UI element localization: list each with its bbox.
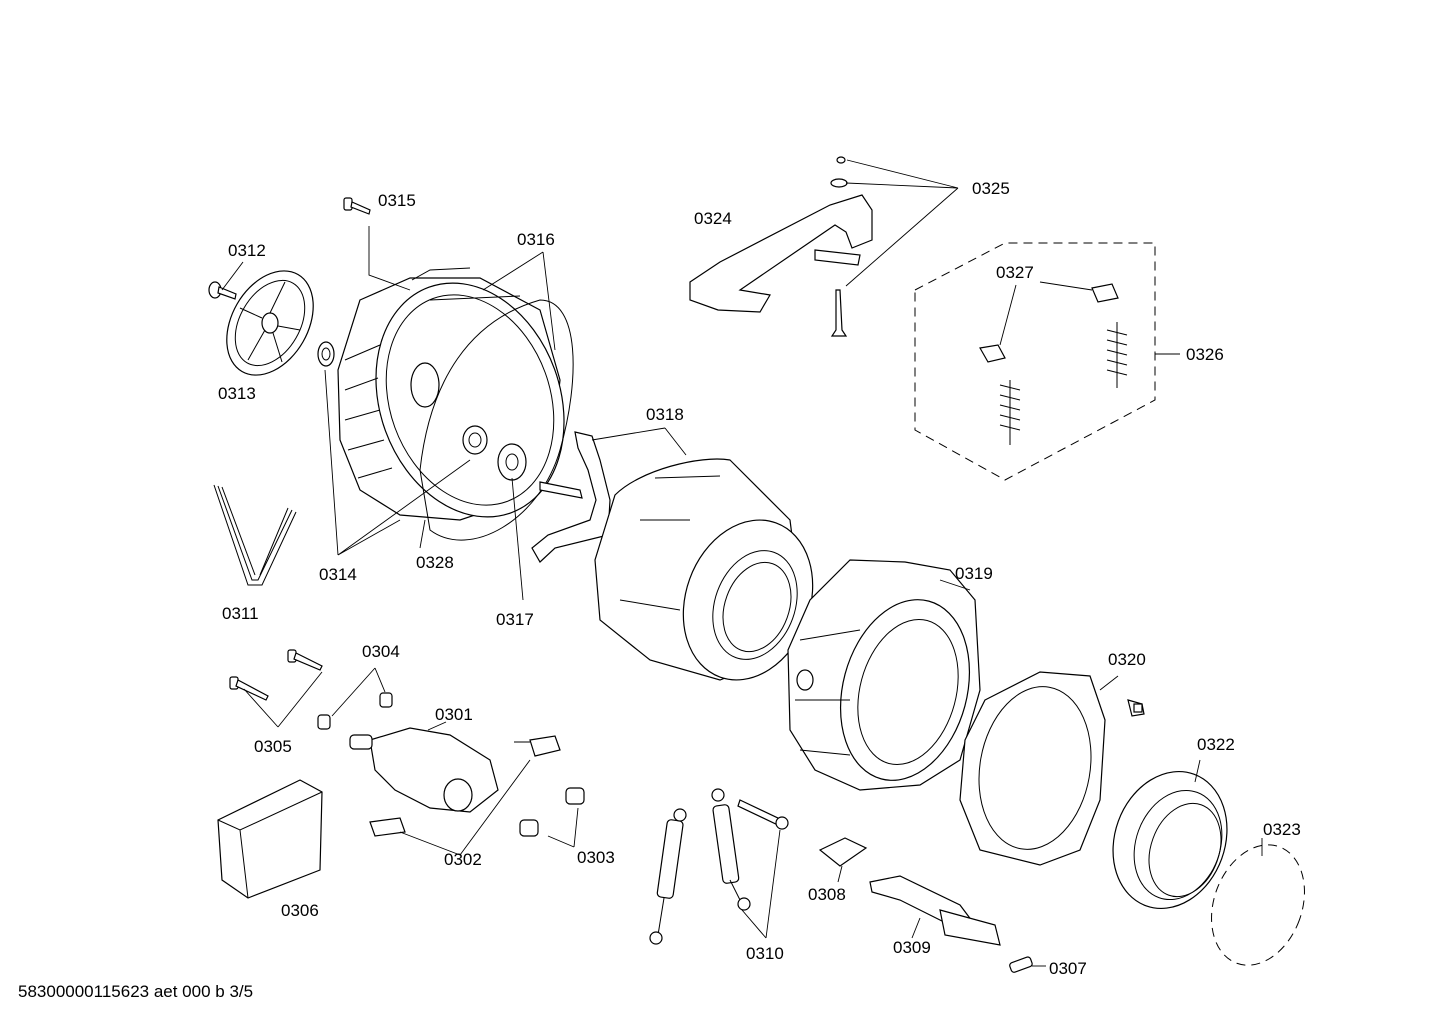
part-label-0315: 0315: [378, 191, 416, 210]
fastener-icon: [830, 156, 848, 337]
part-label-0304: 0304: [362, 642, 400, 661]
part-label-0301: 0301: [435, 705, 473, 724]
drive-belt-icon: [213, 484, 297, 586]
document-code: 58300000115623 aet 000 b 3/5: [18, 982, 254, 1001]
part-label-0317: 0317: [496, 610, 534, 629]
spring-set-icon: [914, 242, 1156, 481]
screw-icon: [229, 649, 323, 701]
screw-icon: [343, 197, 371, 215]
part-label-0307: 0307: [1049, 959, 1087, 978]
bushing-icon: [519, 787, 585, 837]
gasket-icon: [419, 299, 574, 541]
part-label-0303: 0303: [577, 848, 615, 867]
part-label-0302: 0302: [444, 850, 482, 869]
tub-front-icon: [787, 559, 981, 791]
screw-icon: [1127, 699, 1145, 717]
part-label-0318: 0318: [646, 405, 684, 424]
part-label-0324: 0324: [694, 209, 732, 228]
counterweight-icon: [959, 671, 1106, 866]
leader-lines: [221, 159, 1263, 967]
bracket-icon: [689, 194, 873, 313]
part-label-0323: 0323: [1263, 820, 1301, 839]
shock-absorber-icon: [649, 788, 789, 945]
clip-icon: [818, 837, 868, 867]
part-label-0310: 0310: [746, 944, 784, 963]
bushing-icon: [317, 692, 393, 730]
part-label-0314: 0314: [319, 565, 357, 584]
screw-icon: [208, 281, 237, 300]
motor-icon: [349, 727, 499, 813]
part-label-0319: 0319: [955, 564, 993, 583]
part-label-0305: 0305: [254, 737, 292, 756]
clamp-spring-icon: [1211, 844, 1305, 966]
part-label-0312: 0312: [228, 241, 266, 260]
part-label-0328: 0328: [416, 553, 454, 572]
part-label-0308: 0308: [808, 885, 846, 904]
cover-icon: [217, 779, 323, 899]
part-label-0326: 0326: [1186, 345, 1224, 364]
part-label-0313: 0313: [218, 384, 256, 403]
tub-rear-icon: [337, 267, 565, 521]
part-label-0322: 0322: [1197, 735, 1235, 754]
part-label-0320: 0320: [1108, 650, 1146, 669]
shaft-seal-icon: [497, 443, 527, 481]
sensor-icon: [1009, 956, 1033, 973]
part-label-0325: 0325: [972, 179, 1010, 198]
door-seal-icon: [1112, 770, 1228, 910]
part-label-0316: 0316: [517, 230, 555, 249]
bearing-icon: [317, 341, 335, 367]
part-label-0306: 0306: [281, 901, 319, 920]
part-label-0327: 0327: [996, 263, 1034, 282]
carbon-brush-icon: [369, 735, 561, 837]
spring-clip-icon: [979, 283, 1119, 363]
part-label-0309: 0309: [893, 938, 931, 957]
drum-icon: [531, 431, 814, 681]
pulley-icon: [226, 270, 314, 376]
part-label-0311: 0311: [222, 604, 259, 623]
heating-element-icon: [869, 875, 1001, 946]
